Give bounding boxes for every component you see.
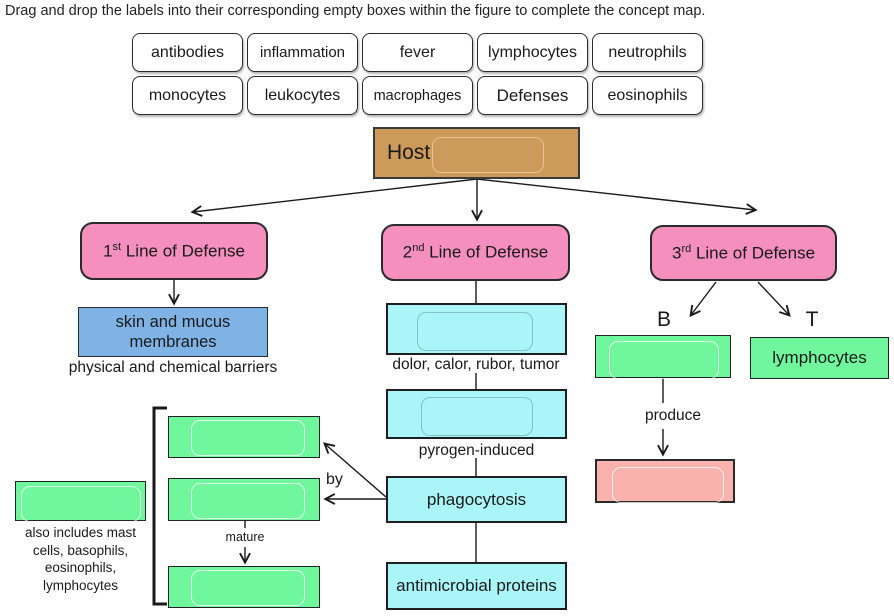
dropzone-mid-2[interactable]	[421, 397, 533, 436]
label-chip[interactable]: antibodies	[132, 33, 243, 72]
dolor-calor-caption: dolor, calor, rubor, tumor	[392, 356, 560, 373]
t-lymphocytes-box: lymphocytes	[750, 337, 889, 379]
dropzone-bracket-1[interactable]	[191, 420, 305, 456]
dropzone-host[interactable]	[432, 137, 544, 173]
pyrogen-caption: pyrogen-induced	[418, 442, 535, 459]
by-label: by	[326, 471, 343, 488]
inflammation-target-box	[386, 303, 567, 355]
label-chip[interactable]: eosinophils	[592, 76, 703, 115]
antibodies-target-box	[595, 459, 735, 503]
label-chip[interactable]: leukocytes	[247, 76, 358, 115]
label-chip[interactable]: fever	[362, 33, 473, 72]
t-cell-label: T	[805, 308, 819, 331]
label-chip[interactable]: lymphocytes	[477, 33, 588, 72]
label-chip[interactable]: Defenses	[477, 76, 588, 115]
also-includes-note: also includes mast cells, basophils, eos…	[8, 524, 153, 594]
phagocyte-target-box-1	[168, 416, 320, 458]
dropzone-left-note[interactable]	[21, 486, 141, 522]
second-line-label: 2nd Line of Defense	[402, 242, 549, 262]
mature-label: mature	[225, 530, 265, 544]
dropzone-b-lymphocytes[interactable]	[609, 341, 719, 379]
note-line: cells, basophils,	[32, 542, 129, 558]
first-line-of-defense-box: 1st Line of Defense	[80, 222, 268, 280]
first-line-label: 1st Line of Defense	[103, 240, 245, 261]
label-chip[interactable]: macrophages	[362, 76, 473, 115]
dropzone-produce-target[interactable]	[612, 467, 724, 503]
dropzone-bracket-3[interactable]	[191, 570, 305, 606]
label-chip[interactable]: inflammation	[247, 33, 358, 72]
antimicrobial-proteins-box: antimicrobial proteins	[386, 562, 567, 610]
produce-label: produce	[644, 407, 701, 424]
dropzone-bracket-2[interactable]	[191, 483, 305, 519]
barriers-caption: physical and chemical barriers	[68, 359, 278, 376]
note-line: eosinophils,	[44, 560, 117, 575]
phagocyte-target-box-2	[168, 478, 320, 521]
second-line-of-defense-box: 2nd Line of Defense	[381, 224, 570, 281]
label-chip[interactable]: monocytes	[132, 76, 243, 115]
leukocytes-target-box	[15, 481, 146, 522]
skin-mucus-box: skin and mucus membranes	[78, 307, 268, 357]
note-line: also includes mast	[24, 525, 137, 540]
host-box: Host	[373, 127, 580, 179]
b-lymphocytes-target-box	[595, 335, 731, 379]
note-line: lymphocytes	[42, 577, 119, 593]
dropzone-mid-1[interactable]	[417, 312, 533, 351]
host-label: Host	[387, 141, 431, 164]
phagocytosis-box: phagocytosis	[386, 476, 567, 523]
b-cell-label: B	[656, 308, 671, 331]
label-chip[interactable]: neutrophils	[592, 33, 703, 72]
instruction-text: Drag and drop the labels into their corr…	[5, 3, 706, 19]
third-line-of-defense-box: 3rd Line of Defense	[650, 225, 837, 281]
fever-target-box	[386, 389, 567, 439]
third-line-label: 3rd Line of Defense	[671, 242, 816, 263]
phagocyte-target-box-3	[168, 566, 320, 608]
